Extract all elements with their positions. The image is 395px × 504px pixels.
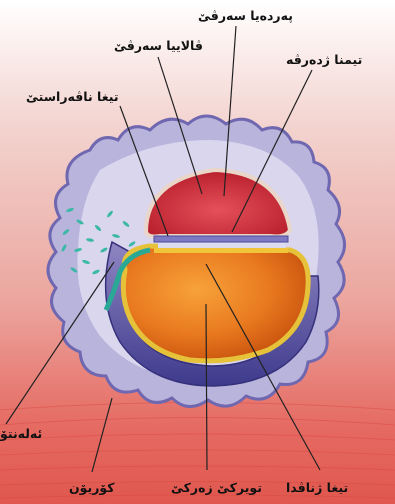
yolk-sac xyxy=(123,246,308,361)
endoderm-layer xyxy=(154,248,288,253)
label-yolk-sac: کۆریۆن xyxy=(69,480,115,495)
label-yolk-center: تویرکێ زەرکێ xyxy=(171,480,262,495)
label-ectoderm: تیغا ناڤەراستێ xyxy=(26,89,119,104)
label-amnion-cavity: ڤالاییا سەرڤێ xyxy=(114,38,203,53)
label-endoderm: تیغا ژناڤدا xyxy=(286,480,348,495)
label-chorion: ئەلەنتۆ xyxy=(0,426,42,441)
label-embryo-layers: تیمنا ژدەرڤە xyxy=(286,52,362,67)
label-membrane-top: پەردەیا سەرڤێ xyxy=(198,8,293,23)
mesoderm-layer xyxy=(158,243,286,248)
ectoderm-layer xyxy=(154,236,288,242)
